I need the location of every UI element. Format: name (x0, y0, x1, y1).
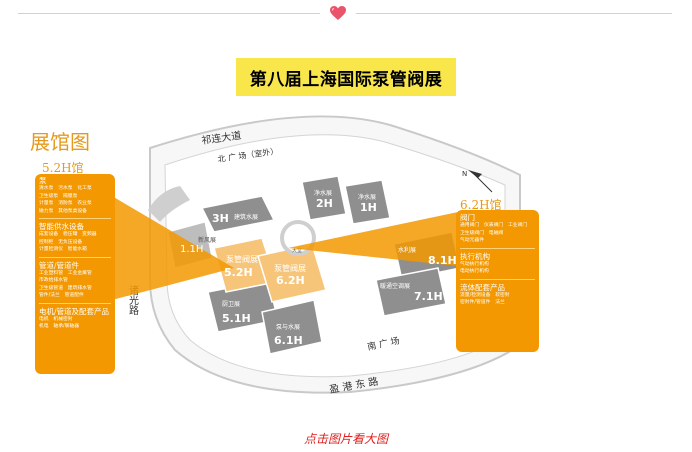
divider-left (18, 13, 320, 14)
panel-divider (39, 218, 111, 219)
hall-52h-name: 泵管阀展 (226, 254, 258, 264)
panel-divider (39, 302, 111, 304)
footer: 点击图片看大图 (0, 430, 692, 447)
left-exhibit-panel[interactable]: 泵清水泵 污水泵 化工泵卫生级泵 隔膜泵计量泵 消防泵 农业泵磁力泵 其他泵类设… (35, 174, 115, 374)
expo-title-banner: 第八届上海国际泵管阀展 (236, 58, 456, 96)
left-callout-pointer (112, 196, 234, 300)
panel-divider (460, 278, 535, 280)
north-arrow-icon: N (462, 170, 493, 193)
hall-2h-name: 净水展 (314, 189, 332, 197)
right-exhibit-panel[interactable]: 阀门通用阀门 仪表阀门 工业阀门卫生级阀门 电磁阀气动元器件执行机构气动执行机构… (456, 210, 539, 352)
panel-product-line: 管件/法兰 管道配件 (39, 293, 84, 298)
right-hall-tag: 6.2H馆 (460, 198, 502, 212)
panel-product-line: 工业塑料管 工业金属管 (39, 270, 92, 276)
hall-62h-label: 6.2H (276, 274, 305, 287)
panel-product-line: 通用阀门 仪表阀门 工业阀门 (460, 223, 528, 228)
hall-11h-name: 新风展 (198, 236, 216, 244)
hall-71h[interactable] (375, 267, 447, 317)
panel-product-line: 计量泵 消防泵 农业泵 (39, 201, 92, 206)
panel-product-line: 气动元器件 (460, 238, 484, 243)
plaza-building (148, 186, 190, 222)
hall-51h-label: 5.1H (222, 312, 251, 325)
panel-section-title: 电机/管道及配套产品 (39, 306, 110, 316)
hall-map-title: 展馆图 (30, 130, 90, 154)
hall-2h[interactable] (301, 175, 347, 221)
panel-product-line: 市政给排水管 (39, 278, 68, 283)
hall-71h-label: 7.1H (414, 290, 443, 303)
hall-2h-label: 2H (316, 197, 333, 210)
hall-61h[interactable] (261, 299, 323, 355)
panel-divider (39, 256, 111, 258)
heart-icon (330, 6, 346, 20)
panel-product-line: 控制柜 无负压设备 (39, 239, 83, 245)
lobby-label: 大堂 (292, 247, 302, 254)
panel-section-title: 智能供水设备 (39, 222, 84, 231)
panel-product-line: 磁力泵 其他泵类设备 (39, 208, 87, 214)
hall-81h-name: 水利展 (398, 246, 416, 254)
hall-81h-label: 8.1H (428, 254, 457, 267)
panel-product-line: 成套设备 稳压罐 变频器 (39, 232, 97, 237)
hall-61h-label: 6.1H (274, 334, 303, 347)
panel-product-line: 电动执行机构 (460, 269, 489, 274)
panel-product-line: 清水泵 污水泵 化工泵 (39, 186, 92, 191)
panel-section-title: 泵 (39, 176, 47, 185)
left-hall-tag: 5.2H馆 (42, 161, 84, 175)
svg-text:N: N (462, 170, 467, 178)
hall-1h-label: 1H (360, 201, 377, 214)
panel-section-title: 阀门 (460, 213, 475, 222)
panel-section-title: 管道/管道件 (39, 260, 80, 270)
hall-1h[interactable] (344, 179, 391, 225)
view-large-image-link[interactable]: 点击图片看大图 (303, 432, 388, 446)
right-callout-pointer (288, 212, 458, 266)
panel-section-title: 执行机构 (460, 251, 490, 261)
panel-product-line: 密封件/管道件 法兰 (460, 300, 505, 305)
hall-3h-name: 建筑水展 (234, 213, 258, 221)
panel-product-line: 卫生级管道 建筑排水管 (39, 285, 92, 291)
panel-product-line: 流量/检测设备 软密封 (460, 292, 510, 298)
hall-51h-name: 厨卫展 (222, 301, 240, 308)
hall-3h[interactable] (200, 195, 276, 233)
panel-product-line: 气动执行机构 (460, 261, 489, 267)
hall-11h-label: 1.1H (180, 244, 203, 255)
panel-section-title: 流体配套产品 (460, 282, 505, 292)
hall-61h-name: 泵与水展 (276, 323, 300, 331)
hall-71h-name: 暖通空调展 (380, 282, 410, 290)
panel-product-line: 计量检测仪 智能水箱 (39, 247, 87, 252)
panel-product-line: 卫生级泵 隔膜泵 (39, 193, 78, 199)
hall-52h-label: 5.2H (224, 266, 253, 279)
panel-product-line: 卫生级阀门 电磁阀 (460, 230, 504, 236)
divider-right (356, 13, 672, 14)
hall-3h-label: 3H (212, 212, 229, 225)
panel-product-line: 机电 轴承/联轴器 (39, 324, 79, 329)
hall-1h-name: 净水展 (358, 193, 376, 201)
hall-62h-name: 泵管阀展 (274, 263, 306, 273)
panel-divider (460, 247, 535, 249)
panel-product-line: 电机 机械密封 (39, 316, 73, 322)
expo-title: 第八届上海国际泵管阀展 (249, 69, 443, 90)
